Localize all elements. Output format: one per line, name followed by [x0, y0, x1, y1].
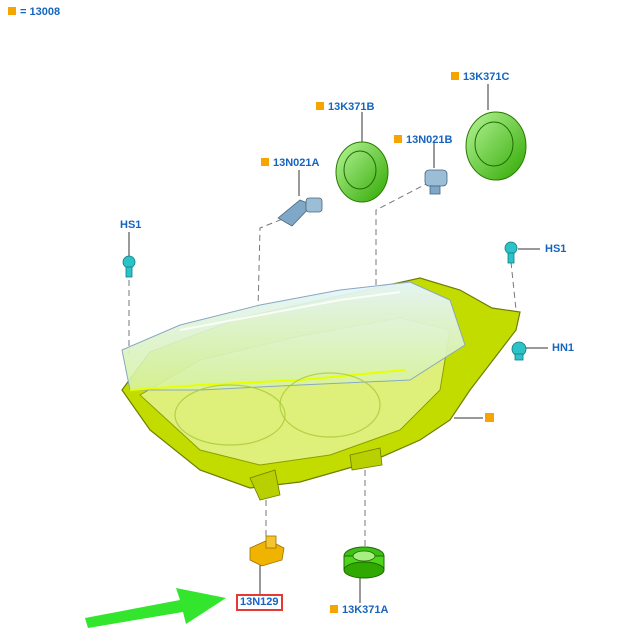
legend-text: = 13008: [20, 6, 61, 18]
cap-13k371c-icon[interactable]: [465, 111, 527, 181]
label-13k371a[interactable]: 13K371A: [330, 604, 388, 617]
label-hn1[interactable]: HN1: [552, 342, 575, 354]
legend-13008: = 13008: [8, 6, 60, 19]
part-13008-marker: [485, 413, 494, 422]
bracket-13n129-icon[interactable]: [249, 535, 285, 567]
bulb-13n021b-icon[interactable]: [424, 169, 448, 195]
label-13k371c[interactable]: 13K371C: [451, 71, 509, 84]
legend-swatch: [8, 7, 16, 15]
cap-13k371a-icon[interactable]: [343, 546, 385, 579]
part-marker-icon: [394, 135, 402, 143]
label-13n021a[interactable]: 13N021A: [261, 157, 319, 170]
solid-leader-lines: [128, 84, 548, 603]
screw-hs1-left-icon[interactable]: [122, 255, 136, 278]
label-hs1-right[interactable]: HS1: [545, 243, 567, 255]
bulb-13n021a-icon[interactable]: [277, 197, 323, 227]
nut-hn1-icon[interactable]: [511, 341, 527, 361]
label-hs1-left[interactable]: HS1: [120, 219, 142, 231]
label-13n129-highlighted[interactable]: 13N129: [236, 594, 283, 611]
part-marker-icon: [316, 102, 324, 110]
part-marker-icon: [451, 72, 459, 80]
highlight-arrow: [85, 588, 226, 628]
screw-hs1-right-icon[interactable]: [504, 241, 518, 264]
cap-13k371b-icon[interactable]: [335, 141, 389, 203]
label-13n021b[interactable]: 13N021B: [394, 134, 452, 147]
label-13k371b[interactable]: 13K371B: [316, 101, 374, 114]
headlamp-assembly: [121, 277, 521, 501]
part-marker-icon: [261, 158, 269, 166]
part-marker-icon: [330, 605, 338, 613]
